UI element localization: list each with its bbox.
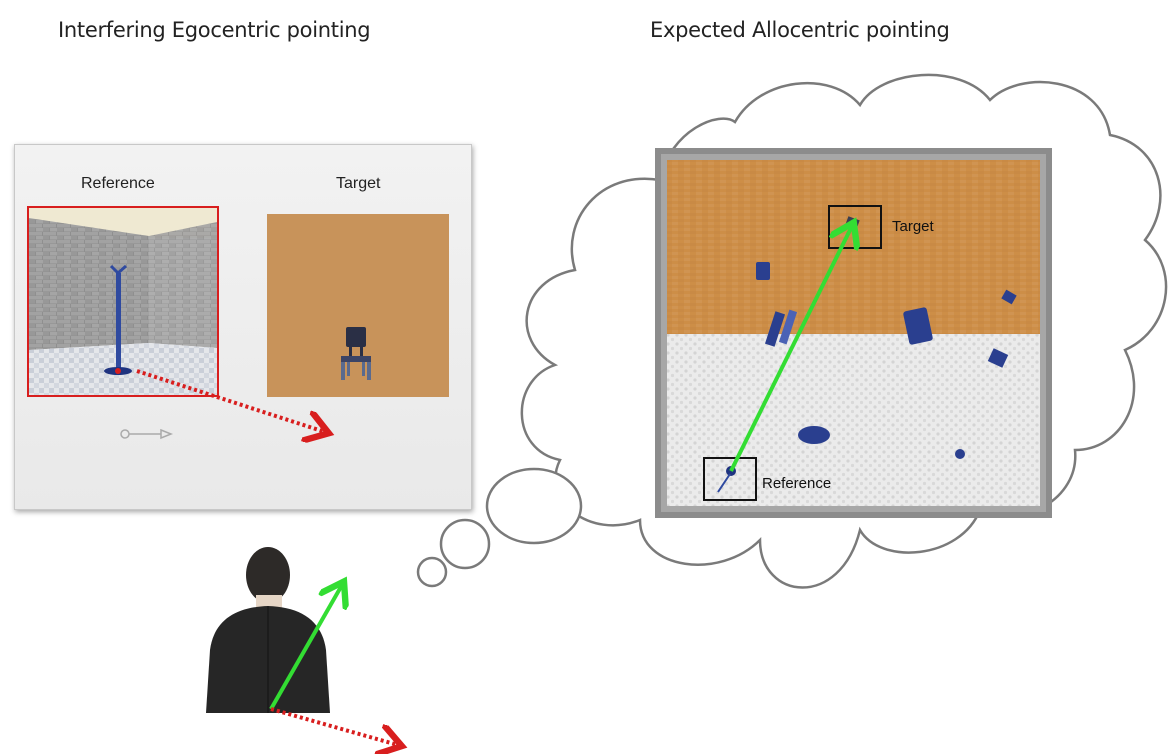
room-map xyxy=(655,148,1052,518)
map-target-label: Target xyxy=(892,218,934,235)
thought-bubble-small xyxy=(416,556,448,588)
person-egocentric-arrow xyxy=(270,707,398,745)
room-scene xyxy=(29,208,217,395)
chair xyxy=(341,327,371,380)
egocentric-arrow-panel xyxy=(136,369,325,432)
pointer-key-icon xyxy=(120,428,174,440)
allocentric-arrow xyxy=(729,226,852,472)
reference-room-view xyxy=(27,206,219,397)
person-figure xyxy=(206,547,330,713)
thought-bubble-large xyxy=(485,467,583,545)
allocentric-heading: Expected Allocentric pointing xyxy=(650,18,950,42)
task-screen-panel: Reference Target xyxy=(14,144,472,510)
map-furniture xyxy=(756,216,1017,459)
chair-scene xyxy=(341,327,371,380)
map-reference-box xyxy=(703,457,757,501)
map-reference-label: Reference xyxy=(762,475,832,492)
target-label: Target xyxy=(336,175,381,192)
egocentric-heading: Interfering Egocentric pointing xyxy=(58,18,371,42)
reference-label: Reference xyxy=(81,175,155,192)
coat-stand xyxy=(116,273,121,373)
target-view xyxy=(267,214,449,397)
person-allocentric-arrow xyxy=(269,585,342,710)
thought-bubble-medium xyxy=(439,518,491,570)
